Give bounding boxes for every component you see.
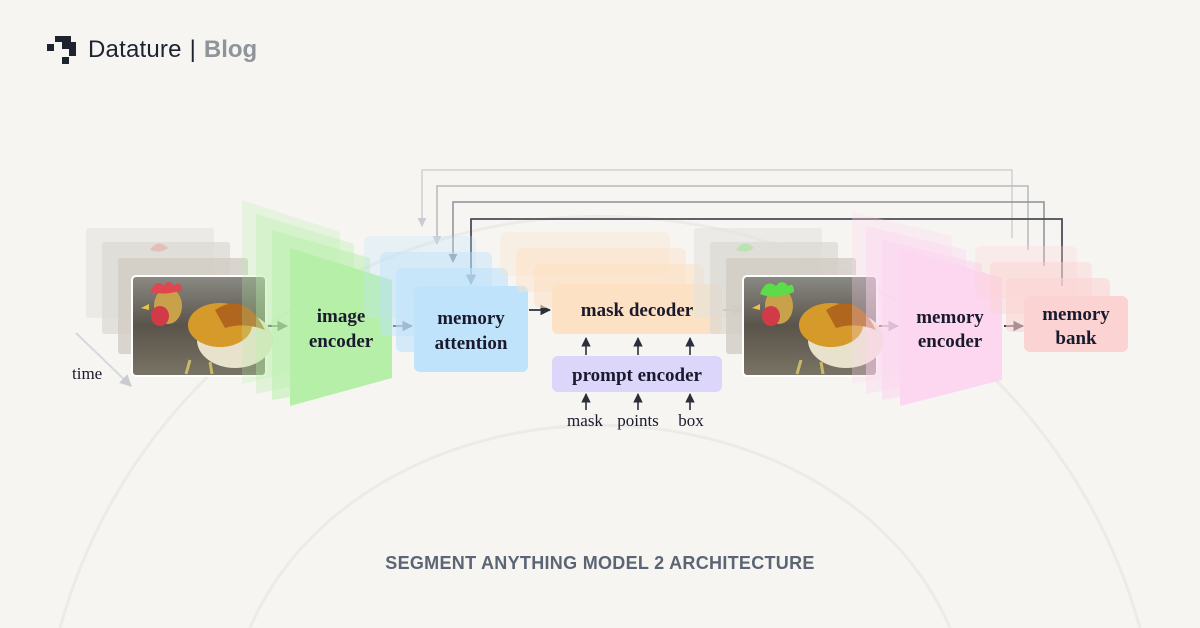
input-frame xyxy=(131,275,273,377)
image-encoder-label-1: image xyxy=(317,306,366,327)
image-encoder-label-2: encoder xyxy=(309,331,374,352)
mask-decoder-label: mask decoder xyxy=(581,300,694,321)
output-frames xyxy=(694,228,884,377)
memory-bank-label-1: memory xyxy=(1042,304,1110,325)
brand-separator: | xyxy=(189,36,196,63)
prompt-encoder-block: prompt encoder mask points box xyxy=(552,337,722,430)
prompt-input-mask: mask xyxy=(567,411,603,430)
memory-encoder-block: memory encoder xyxy=(852,212,1002,406)
memory-encoder-box xyxy=(900,248,1002,406)
prompt-encoder-box xyxy=(552,356,722,392)
brand-section[interactable]: Blog xyxy=(203,36,258,63)
memory-attention-label-2: attention xyxy=(435,333,508,354)
prompt-encoder-label: prompt encoder xyxy=(572,365,703,386)
memory-bank-box xyxy=(1024,296,1128,352)
memory-attention-block: memory attention xyxy=(364,236,528,372)
memory-attention-box xyxy=(414,286,528,372)
mask-decoder-box xyxy=(552,284,722,334)
datature-logo-icon xyxy=(47,36,76,64)
time-axis: time xyxy=(72,332,132,387)
image-encoder-block: image encoder xyxy=(242,200,392,406)
brand-name: Datature xyxy=(88,36,182,63)
mask-decoder-block: mask decoder xyxy=(500,232,722,334)
memory-encoder-label-2: encoder xyxy=(918,331,983,352)
brand[interactable]: Datature | Blog xyxy=(46,34,257,66)
prompt-input-box: box xyxy=(678,411,704,430)
background-arcs xyxy=(58,214,1142,628)
memory-encoder-label-1: memory xyxy=(916,307,984,328)
memory-bank-label-2: bank xyxy=(1055,328,1097,349)
prompt-input-points: points xyxy=(617,411,659,430)
time-label: time xyxy=(72,364,102,383)
image-encoder-box xyxy=(290,248,392,406)
memory-feedback-arrows xyxy=(417,169,1063,286)
memory-attention-label-1: memory xyxy=(437,308,505,329)
diagram-caption: SEGMENT ANYTHING MODEL 2 ARCHITECTURE xyxy=(385,553,815,573)
memory-bank-block: memory bank xyxy=(975,246,1128,352)
